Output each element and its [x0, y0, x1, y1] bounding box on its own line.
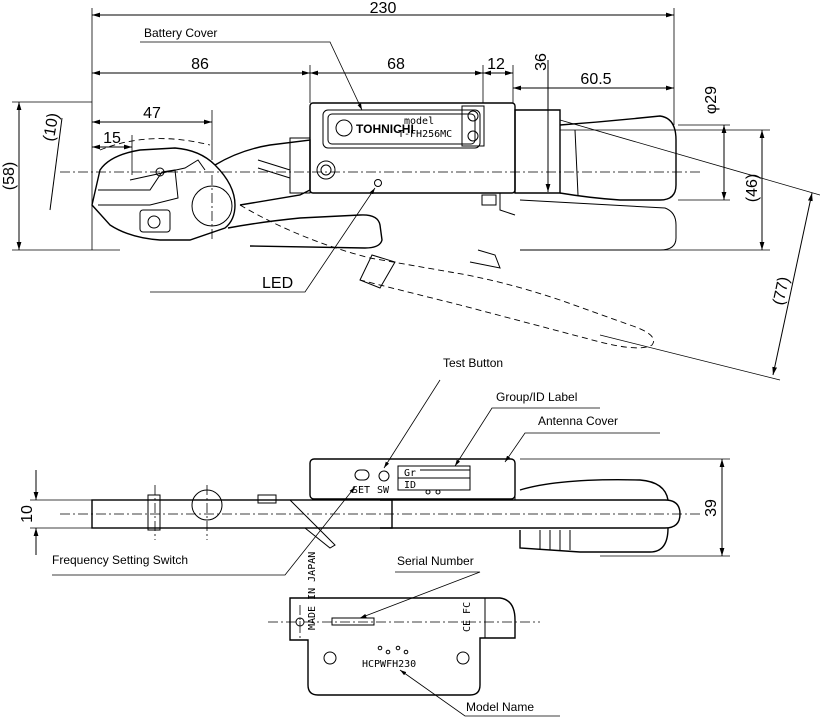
- led-icon: [374, 179, 382, 187]
- dim-36: 36: [533, 53, 550, 71]
- set-text: SET: [352, 485, 370, 496]
- dim-46: (46): [744, 174, 761, 202]
- frequency-setting-switch-label: Frequency Setting Switch: [52, 553, 188, 567]
- model-text: T-FH256MC: [398, 129, 452, 140]
- svg-text:MADE IN JAPAN: MADE IN JAPAN: [307, 552, 318, 630]
- bottom-callouts: Serial Number Model Name: [359, 554, 560, 717]
- dim-29: φ29: [703, 86, 720, 114]
- id-text: ID: [404, 480, 416, 491]
- battery-cover-label: Battery Cover: [144, 26, 217, 40]
- top-tool-outline: TOHNICHI model T-FH256MC: [60, 102, 700, 349]
- dim-39: 39: [703, 499, 720, 517]
- antenna-cover-label: Antenna Cover: [538, 414, 618, 428]
- dim-10p: (10): [41, 112, 63, 143]
- dim-77: (77): [770, 275, 793, 306]
- dim-86: 86: [191, 56, 209, 73]
- model-prefix-text: model: [404, 116, 434, 127]
- dim-15: 15: [103, 130, 121, 147]
- dim-12: 12: [487, 56, 505, 73]
- group-id-leader: [454, 407, 600, 467]
- dim-line-77: [772, 192, 813, 376]
- svg-text:CE FC: CE FC: [462, 602, 473, 632]
- frequency-switch-leader: [52, 486, 356, 576]
- dim-68: 68: [387, 56, 405, 73]
- dim-58: (58): [1, 162, 18, 190]
- dim-230: 230: [370, 0, 397, 17]
- dim-47: 47: [143, 105, 161, 122]
- test-button-leader: [383, 379, 441, 469]
- brand-text: TOHNICHI: [356, 122, 414, 136]
- side-callouts: Test Button Group/ID Label Antenna Cover…: [52, 356, 660, 576]
- top-dimensions: 230 86 68 12 60.5 36 47 15 (10) (58) (46…: [1, 0, 820, 381]
- serial-number-leader: [359, 571, 481, 619]
- led-label: LED: [262, 275, 293, 292]
- bottom-view: MADE IN JAPAN CE FC HCPWFH230: [268, 552, 540, 696]
- plate-model-text: HCPWFH230: [362, 659, 416, 670]
- side-view: 10 39 SET SW Gr ID: [19, 458, 730, 557]
- battery-cover-leader: [140, 41, 363, 111]
- model-name-leader: [399, 669, 560, 717]
- dim-10: 10: [19, 505, 36, 523]
- serial-number-label: Serial Number: [397, 554, 474, 568]
- gr-text: Gr: [404, 468, 416, 479]
- group-id-label-label: Group/ID Label: [496, 390, 577, 404]
- model-name-label: Model Name: [466, 700, 534, 714]
- top-callouts: Battery Cover LED: [140, 26, 376, 293]
- dim-60-5: 60.5: [580, 71, 611, 88]
- test-button-label: Test Button: [443, 356, 503, 370]
- sw-text: SW: [377, 485, 390, 496]
- antenna-cover-leader: [504, 432, 660, 463]
- led-leader: [150, 187, 376, 293]
- dim-line-10p: [49, 117, 63, 211]
